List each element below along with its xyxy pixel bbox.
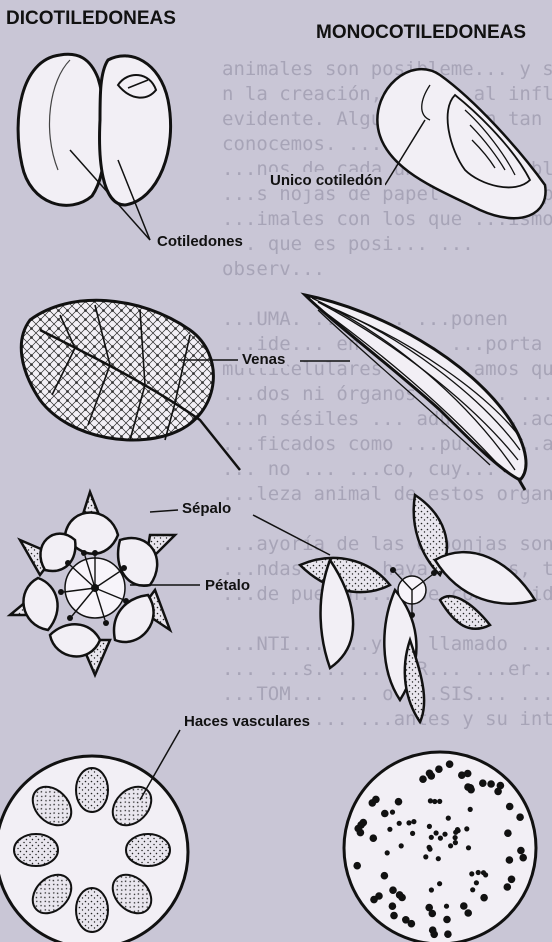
vascular-bundle-dot <box>406 820 411 825</box>
vascular-bundle-dot <box>460 902 468 910</box>
dicot-seed <box>18 54 170 205</box>
vascular-bundle-dot <box>516 813 524 821</box>
vascular-bundle-dot <box>464 826 469 831</box>
vascular-bundle-dot <box>402 916 410 924</box>
dicot-flower <box>10 492 175 675</box>
vascular-bundle-dot <box>468 807 473 812</box>
vascular-bundle-dot <box>469 871 474 876</box>
vascular-bundle-dot <box>506 803 514 811</box>
vascular-bundle-dot <box>470 887 475 892</box>
vascular-bundle-dot <box>504 883 512 891</box>
label-haces-vasculares: Haces vasculares <box>182 713 312 730</box>
vascular-bundle-dot <box>411 819 416 824</box>
vascular-bundle-dot <box>387 827 392 832</box>
vascular-bundle-dot <box>430 931 438 939</box>
vascular-bundle-dot <box>444 930 452 938</box>
vascular-bundle-dot <box>443 916 451 924</box>
vascular-bundle-dot <box>453 835 458 840</box>
label-venas: Venas <box>240 351 287 368</box>
vascular-bundle-dot <box>437 799 442 804</box>
heading-monocotiledoneas: MONOCOTILEDONEAS <box>316 22 526 44</box>
heading-dicotiledoneas: DICOTILEDONEAS <box>6 8 176 30</box>
vascular-bundle-dot <box>446 816 451 821</box>
vascular-bundle-dot <box>381 872 389 880</box>
vascular-bundle-dot <box>508 876 516 884</box>
vascular-bundle-dot <box>487 780 495 788</box>
vascular-bundle-dot <box>474 880 479 885</box>
vascular-bundle-dot <box>389 886 397 894</box>
vascular-bundle-dot <box>399 843 404 848</box>
vascular-bundle-dot <box>429 910 437 918</box>
vascular-bundle-dot <box>435 765 443 773</box>
vascular-bundle-dot <box>432 799 437 804</box>
vascular-bundle-dot <box>353 862 361 870</box>
vascular-bundle-dot <box>390 810 395 815</box>
vascular-bundle-dot <box>397 821 402 826</box>
vascular-bundle-dot <box>464 909 472 917</box>
vascular-bundle-dot <box>385 850 390 855</box>
vascular-bundle-dot <box>396 891 404 899</box>
vascular-bundle-dot <box>429 835 434 840</box>
vascular-bundle-dot <box>390 912 398 920</box>
dicot-leaf <box>21 300 240 470</box>
vascular-bundle-dot <box>370 834 378 842</box>
vascular-bundle-dot <box>429 887 434 892</box>
vascular-bundle-dot <box>504 829 512 837</box>
vascular-bundle-dot <box>381 810 389 818</box>
vascular-bundle-dot <box>372 796 380 804</box>
vascular-bundle-dot <box>438 836 443 841</box>
vascular-bundle-dot <box>467 786 475 794</box>
monocot-seed <box>377 69 545 218</box>
vascular-bundle-dot <box>427 845 432 850</box>
monocot-stem <box>344 752 536 942</box>
vascular-bundle-dot <box>466 845 471 850</box>
vascular-bundle-dot <box>419 775 427 783</box>
vascular-bundle-dot <box>437 881 442 886</box>
vascular-bundle-dot <box>354 825 362 833</box>
label-petalo: Pétalo <box>203 577 252 594</box>
vascular-bundle-dot <box>444 904 449 909</box>
vascular-bundle-dot <box>442 832 447 837</box>
vascular-bundle-dot <box>455 827 460 832</box>
label-sepalo: Sépalo <box>180 500 233 517</box>
vascular-bundle-dot <box>506 856 514 864</box>
vascular-bundle-dot <box>481 870 486 875</box>
monocot-flower <box>300 495 535 722</box>
vascular-bundle-dot <box>428 798 433 803</box>
vascular-bundle-dot <box>458 771 466 779</box>
vascular-bundle-dot <box>434 830 439 835</box>
vascular-bundle-dot <box>480 894 488 902</box>
vascular-bundle-dot <box>389 902 397 910</box>
vascular-bundle-dot <box>436 856 441 861</box>
vascular-bundle-dot <box>423 854 428 859</box>
vascular-bundle-dot <box>370 896 378 904</box>
vascular-bundle-dot <box>395 798 403 806</box>
vascular-bundle-dot <box>427 824 432 829</box>
vascular-bundle-dot <box>494 788 502 796</box>
vascular-bundle-dot <box>410 831 415 836</box>
vascular-bundle-dot <box>446 760 454 768</box>
vascular-bundle-dot <box>426 770 434 778</box>
vascular-bundle-dot <box>453 840 458 845</box>
dicot-stem <box>0 756 188 942</box>
vascular-bundle-dot <box>448 843 453 848</box>
monocot-leaf <box>305 295 526 490</box>
vascular-bundle-dot <box>519 854 527 862</box>
vascular-bundle-dot <box>517 847 525 855</box>
label-unico-cotiledon: Unico cotiledón <box>268 172 385 189</box>
label-cotiledones: Cotiledones <box>155 233 245 250</box>
vascular-bundle-dot <box>479 779 487 787</box>
vascular-bundle-dot <box>476 870 481 875</box>
